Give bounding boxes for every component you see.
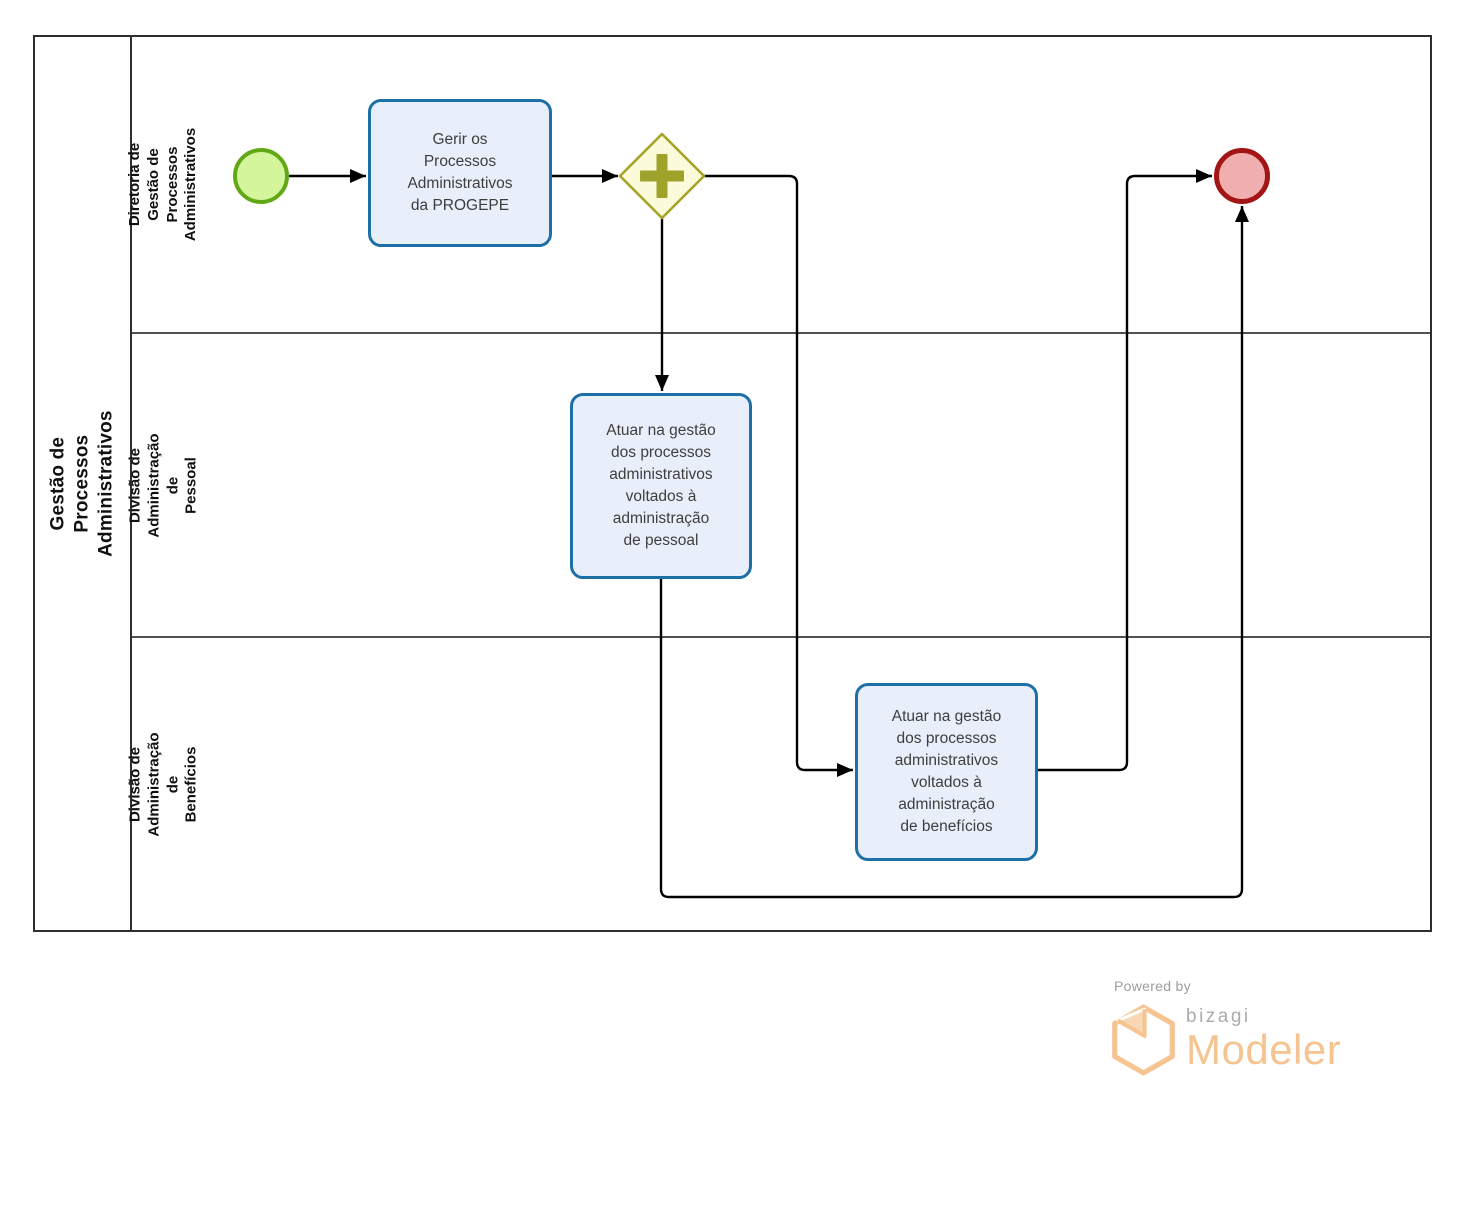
task-administracao-beneficios[interactable]: Atuar na gestão dos processos administra…: [855, 683, 1038, 861]
bizagi-wordmark: bizagi: [1186, 1006, 1251, 1027]
pool-gestao-processos: Gestão de Processos Administrativos Dire…: [33, 35, 1432, 932]
powered-by-label: Powered by: [1114, 978, 1191, 994]
lane-divisao-beneficios: Divisão de Administração de Benefícios: [127, 636, 1430, 930]
bizagi-branding: Powered by bizagi Modeler: [1110, 978, 1370, 1076]
lane-divisao-pessoal: Divisão de Administração de Pessoal: [127, 332, 1430, 636]
plus-icon: [640, 154, 684, 198]
modeler-wordmark: Modeler: [1186, 1026, 1342, 1073]
flow-task-beneficios-to-end: [1038, 169, 1212, 772]
task-administracao-pessoal-label: Atuar na gestão dos processos administra…: [606, 422, 716, 549]
end-event[interactable]: [1214, 148, 1270, 204]
task-gerir-processos-label: Gerir os Processos Administrativos da PR…: [407, 131, 513, 214]
flow-gateway-to-task-beneficios: [704, 174, 853, 777]
lanes-container: Diretoria de Gestão de Processos Adminis…: [127, 37, 1430, 930]
task-gerir-processos[interactable]: Gerir os Processos Administrativos da PR…: [368, 99, 552, 247]
pool-title-band: Gestão de Processos Administrativos: [35, 37, 132, 930]
start-event[interactable]: [233, 148, 289, 204]
task-administracao-beneficios-label: Atuar na gestão dos processos administra…: [891, 708, 1002, 835]
flow-task-pessoal-to-end: [659, 206, 1249, 899]
bizagi-logo-icon: [1112, 1004, 1175, 1076]
parallel-gateway[interactable]: [618, 132, 706, 220]
task-administracao-pessoal[interactable]: Atuar na gestão dos processos administra…: [570, 393, 752, 579]
